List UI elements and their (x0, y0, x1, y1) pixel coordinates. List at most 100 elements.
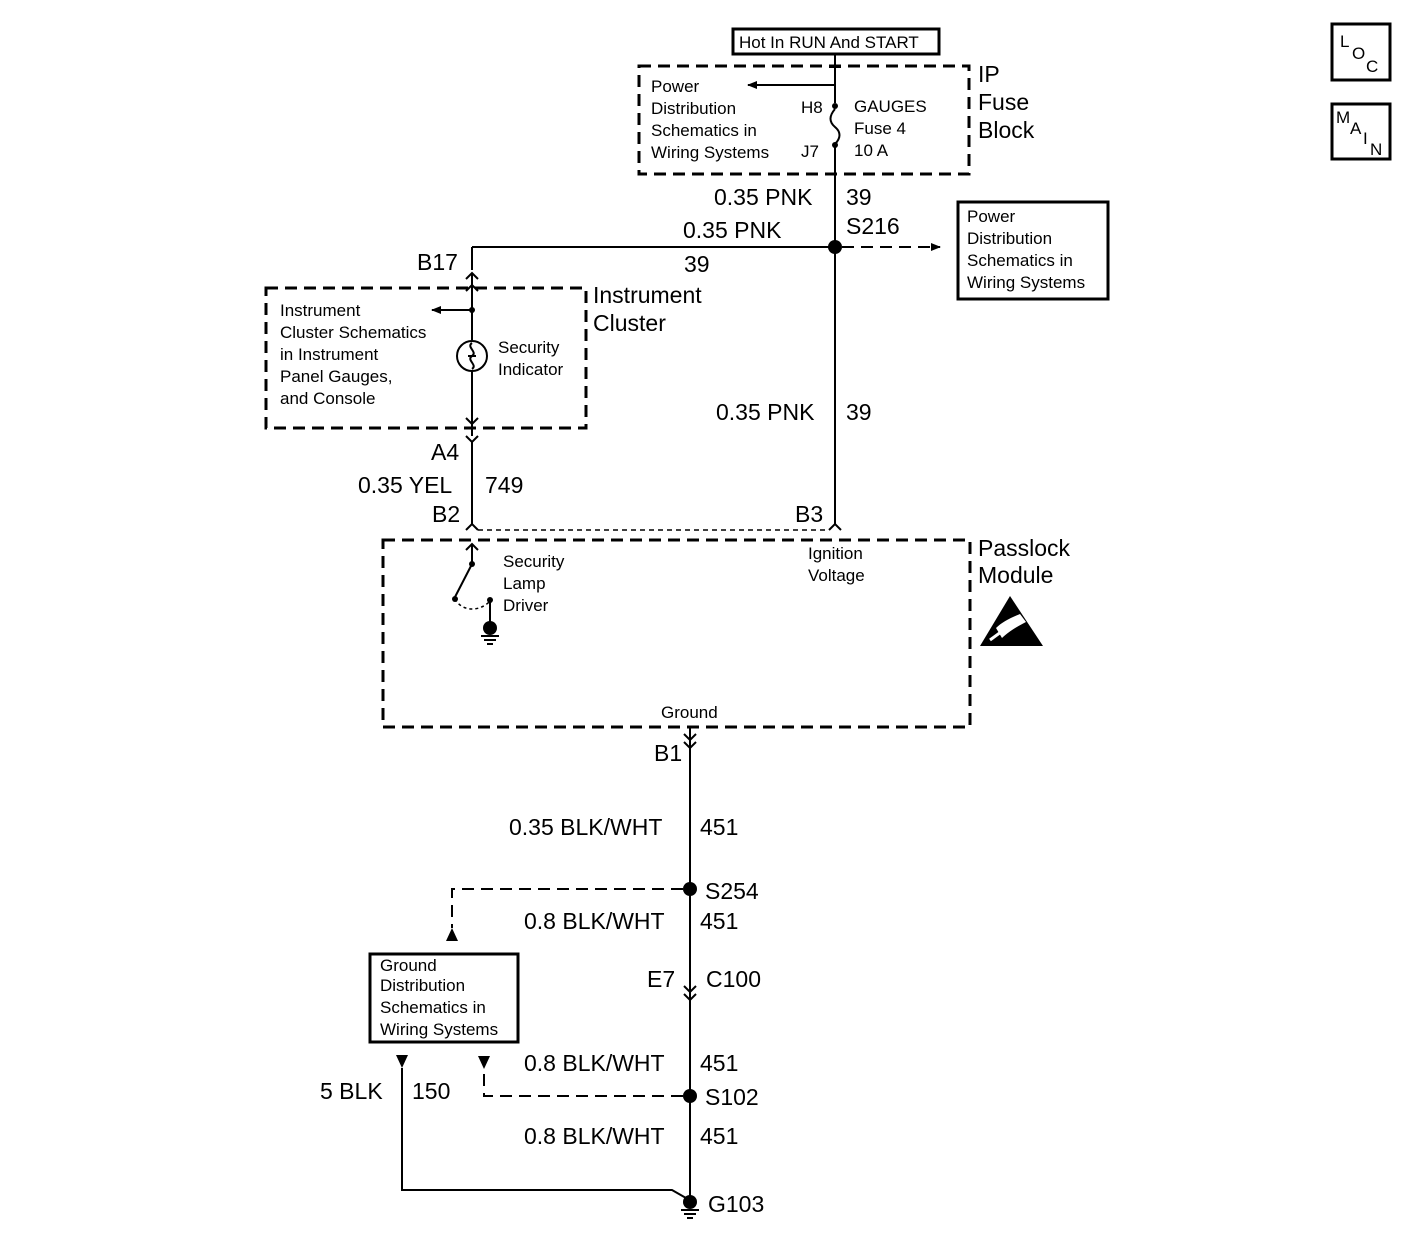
loc-letter-c: C (1366, 57, 1378, 76)
power-distribution-reference[interactable]: Power Distribution Schematics in Wiring … (956, 200, 1110, 301)
s102-ground-ref-wire (483, 1068, 683, 1097)
pin-b1-label: B1 (654, 740, 682, 766)
cluster-ref-line-3: in Instrument (280, 345, 379, 364)
fuse-ref-line-4: Wiring Systems (651, 143, 769, 162)
instrument-cluster-title-2: Cluster (593, 310, 666, 336)
fuse-rating: 10 A (854, 141, 889, 160)
cluster-ref-line-4: Panel Gauges, (280, 367, 392, 386)
fuse-ref-line-2: Distribution (651, 99, 736, 118)
fuse-block-title-2: Fuse (978, 89, 1029, 115)
pnk-gauge-2: 0.35 PNK (683, 217, 782, 243)
driver-label-1: Security (503, 552, 565, 571)
instrument-cluster-outline (264, 286, 588, 430)
power-ref-line-3: Schematics in (967, 251, 1073, 270)
loc-button[interactable]: L O C (1330, 22, 1392, 82)
loc-letter-o: O (1352, 44, 1365, 63)
pin-b2-label: B2 (432, 501, 460, 527)
s254-ground-ref-wire (451, 888, 683, 928)
ground-ref-box (368, 952, 520, 1044)
gnd-gauge-4: 0.8 BLK/WHT (524, 1123, 665, 1149)
main-button[interactable]: M A I N (1330, 102, 1392, 161)
pnk-circuit-1: 39 (846, 184, 872, 210)
ground-g103-label: G103 (708, 1191, 764, 1217)
blk-circuit: 150 (412, 1078, 450, 1104)
security-indicator-label-2: Indicator (498, 360, 564, 379)
driver-switch-blade (454, 563, 473, 598)
pin-j7-dot (832, 142, 838, 148)
b3-connector (828, 522, 842, 531)
splice-s254-label: S254 (705, 878, 759, 904)
power-ref-line-2: Distribution (967, 229, 1052, 248)
pin-b17-label: B17 (417, 249, 458, 275)
ground-distribution-reference[interactable]: Ground Distribution Schematics in Wiring… (368, 952, 520, 1044)
passlock-title-2: Module (978, 562, 1053, 588)
ground-ref-line-3: Schematics in (380, 998, 486, 1017)
main-letter-i: I (1363, 129, 1368, 148)
pin-h8-dot (832, 103, 838, 109)
s102-ground-ref-arrow (478, 1056, 490, 1069)
esd-warning-icon (980, 596, 1043, 646)
a4-connector-male (465, 417, 479, 426)
fuse-block-outline (637, 64, 971, 176)
c100-connector-female (683, 993, 697, 1002)
hot-label: Hot In RUN And START (739, 33, 919, 52)
pnk-circuit-2: 39 (684, 251, 710, 277)
pnk-circuit-3: 39 (846, 399, 872, 425)
fuse-ref-line-1: Power (651, 77, 700, 96)
pin-a4-label: A4 (431, 439, 459, 465)
ignition-label-2: Voltage (808, 566, 865, 585)
pnk-gauge-3: 0.35 PNK (716, 399, 815, 425)
splice-s102-dot (683, 1089, 697, 1103)
splice-s102-label: S102 (705, 1084, 759, 1110)
fuse-number: Fuse 4 (854, 119, 906, 138)
security-indicator-label-1: Security (498, 338, 560, 357)
fuse-ref-line-3: Schematics in (651, 121, 757, 140)
power-ref-box (956, 200, 1110, 301)
fuse-4-symbol (829, 108, 841, 145)
splice-s254-dot (683, 882, 697, 896)
fuse-name: GAUGES (854, 97, 927, 116)
ground-ref-line-1: Ground (380, 956, 437, 975)
cluster-ref-line-1: Instrument (280, 301, 361, 320)
driver-ground-icon (481, 621, 499, 645)
gnd-gauge-1: 0.35 BLK/WHT (509, 814, 662, 840)
pin-h8-label: H8 (801, 98, 823, 117)
module-ground-label: Ground (661, 703, 718, 722)
a4-connector-female (465, 435, 479, 444)
main-letter-a: A (1350, 119, 1362, 138)
splice-s216-label: S216 (846, 213, 900, 239)
yel-gauge: 0.35 YEL (358, 472, 452, 498)
pin-b3-label: B3 (795, 501, 823, 527)
cluster-schematics-reference[interactable]: Instrument Cluster Schematics in Instrum… (280, 301, 426, 408)
fuse-block-title-1: IP (978, 61, 1000, 87)
driver-switch-link (454, 598, 491, 610)
blk-wire-ref-arrow (396, 1055, 408, 1068)
passlock-module-outline (381, 538, 972, 729)
pnk-gauge-1: 0.35 PNK (714, 184, 813, 210)
g103-ground-icon (681, 1195, 699, 1219)
s254-ground-ref-arrow (446, 928, 458, 941)
cluster-ref-line-5: and Console (280, 389, 375, 408)
gnd-circuit-2: 451 (700, 908, 738, 934)
gnd-circuit-3: 451 (700, 1050, 738, 1076)
main-letter-m: M (1336, 108, 1350, 127)
loc-letter-l: L (1340, 32, 1349, 51)
fuse-power-reference[interactable]: Power Distribution Schematics in Wiring … (651, 77, 769, 162)
blk-wire (401, 1068, 687, 1199)
power-ref-line-1: Power (967, 207, 1016, 226)
yel-circuit: 749 (485, 472, 523, 498)
ground-ref-line-4: Wiring Systems (380, 1020, 498, 1039)
pin-e7-label: E7 (647, 966, 675, 992)
pin-j7-label: J7 (801, 142, 819, 161)
power-ref-line-4: Wiring Systems (967, 273, 1085, 292)
gnd-gauge-2: 0.8 BLK/WHT (524, 908, 665, 934)
blk-gauge: 5 BLK (320, 1078, 383, 1104)
instrument-cluster-title-1: Instrument (593, 282, 702, 308)
ground-ref-line-2: Distribution (380, 976, 465, 995)
passlock-title-1: Passlock (978, 535, 1071, 561)
gnd-gauge-3: 0.8 BLK/WHT (524, 1050, 665, 1076)
b2-connector (465, 522, 479, 531)
fuse-block-title-3: Block (978, 117, 1035, 143)
security-indicator-lamp-icon (456, 340, 488, 372)
